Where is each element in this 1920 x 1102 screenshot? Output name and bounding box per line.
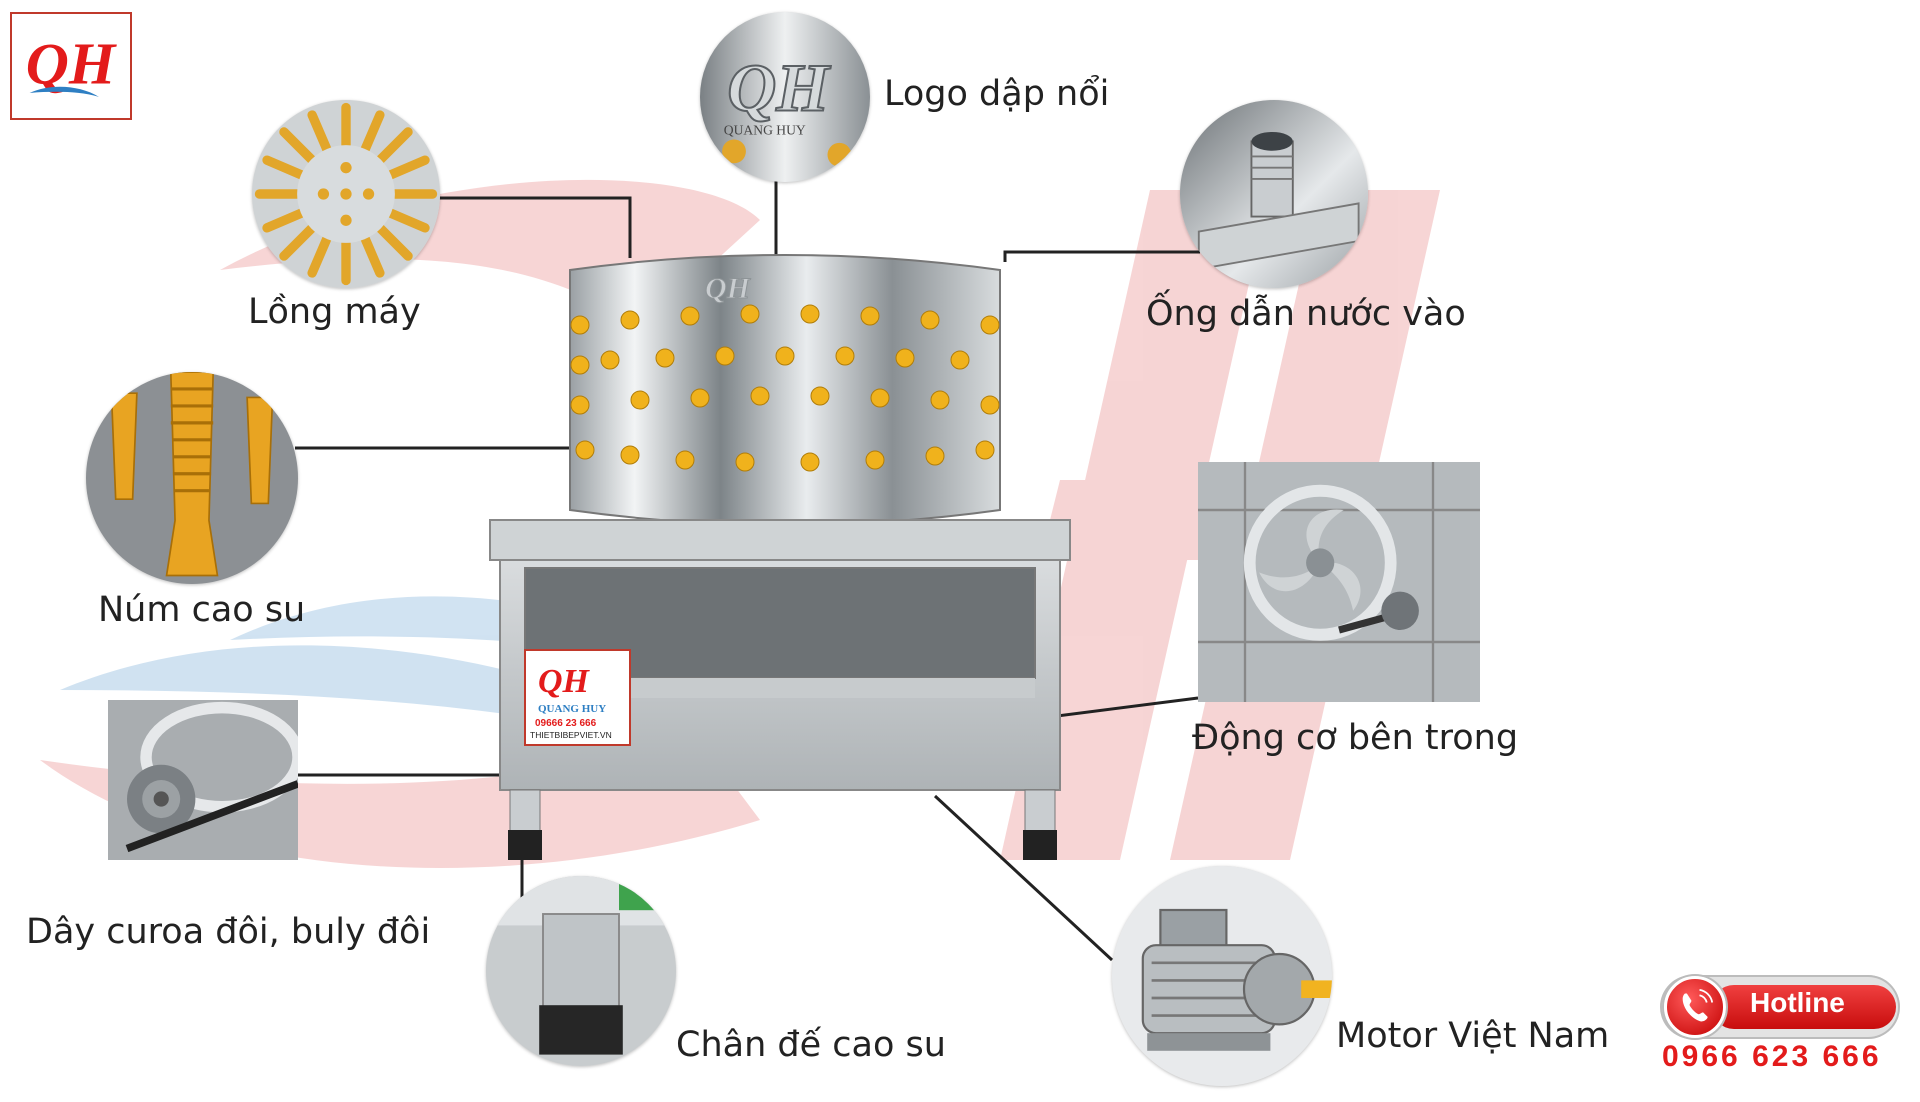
- water-inlet-photo: [1180, 100, 1368, 288]
- inner-motor-photo: [1198, 462, 1480, 702]
- machine-illustration: QH QH QUANG HUY 09666 23 666 THIETBIBEPV…: [489, 254, 1071, 860]
- motor-photo: [1112, 866, 1332, 1086]
- svg-text:QH: QH: [727, 50, 831, 126]
- svg-text:QUANG HUY: QUANG HUY: [724, 122, 806, 137]
- hotline-number[interactable]: 0966 623 666: [1662, 1040, 1882, 1073]
- brand-logo: QH: [10, 12, 132, 120]
- brand-logo-text: QH: [26, 30, 117, 96]
- hotline-label: Hotline: [1750, 987, 1845, 1018]
- embossed-logo-photo: QH QUANG HUY: [700, 12, 870, 182]
- rubber-finger-label: Núm cao su: [98, 590, 306, 630]
- water-inlet-label: Ống dẫn nước vào: [1146, 294, 1466, 334]
- rubber-foot-label: Chân đế cao su: [676, 1025, 946, 1065]
- plate-name: QUANG HUY: [538, 703, 606, 715]
- belt-pulley-label: Dây curoa đôi, buly đôi: [26, 912, 431, 952]
- cage-label: Lồng máy: [248, 292, 421, 332]
- plate-logo: QH: [538, 663, 591, 700]
- embossed-logo-label: Logo dập nổi: [884, 74, 1110, 114]
- svg-text:QH: QH: [705, 272, 752, 305]
- cage-photo: [252, 100, 440, 288]
- plate-website: THIETBIBEPVIET.VN: [530, 730, 612, 740]
- plate-phone: 09666 23 666: [535, 718, 597, 729]
- rubber-foot-photo: [486, 876, 676, 1066]
- rubber-finger-photo: [86, 372, 298, 584]
- inner-motor-label: Động cơ bên trong: [1192, 718, 1519, 758]
- motor-label: Motor Việt Nam: [1336, 1016, 1610, 1056]
- phone-icon: [1664, 976, 1726, 1038]
- belt-pulley-photo: [108, 700, 298, 860]
- hotline-bar: [1712, 985, 1896, 1029]
